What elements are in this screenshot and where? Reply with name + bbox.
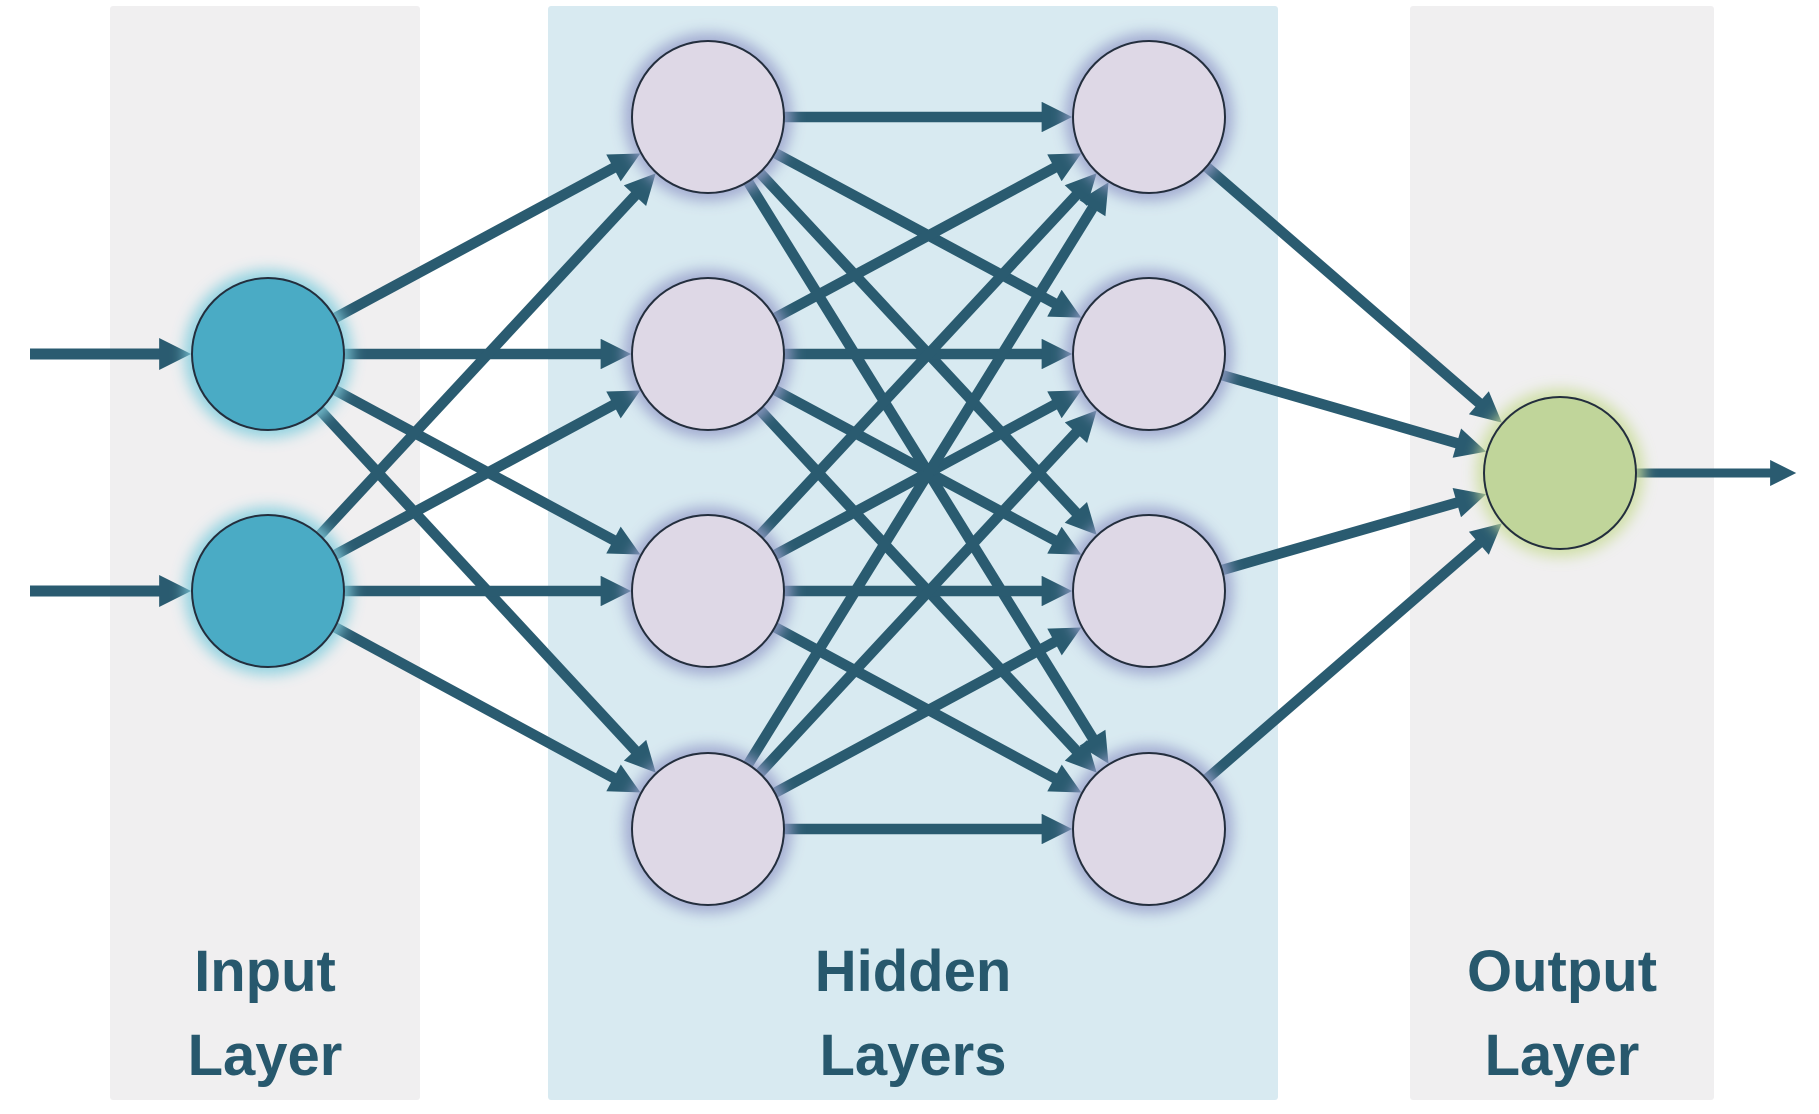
hidden2-node-3 bbox=[1072, 514, 1226, 668]
edge-i1-h11 bbox=[332, 153, 641, 323]
edge-i1-h13 bbox=[332, 385, 641, 555]
edge-h11-h22 bbox=[772, 148, 1082, 318]
edge-i2-h11 bbox=[315, 173, 656, 539]
hidden2-node-2 bbox=[1072, 277, 1226, 431]
edge-i2-h14 bbox=[332, 622, 641, 793]
input-layer-label-line1: Input bbox=[194, 939, 336, 1004]
edge-h22-o1 bbox=[1220, 370, 1487, 458]
edge-h12-h21 bbox=[772, 153, 1082, 323]
output-layer-label-line1: Output bbox=[1466, 939, 1658, 1004]
edge-h21-o1 bbox=[1203, 162, 1502, 423]
edge-h13-h21 bbox=[755, 173, 1097, 539]
hidden1-node-2 bbox=[631, 277, 785, 431]
hidden1-node-1 bbox=[631, 40, 785, 194]
hidden-layers-label-line2: Layers bbox=[819, 1023, 1007, 1088]
edge-h11-h23 bbox=[755, 169, 1097, 535]
edge-h24-o1 bbox=[1203, 523, 1502, 784]
hidden1-node-3 bbox=[631, 514, 785, 668]
edge-h14-h22 bbox=[755, 410, 1097, 777]
edge-h11-h24 bbox=[743, 178, 1109, 764]
hidden2-node-1 bbox=[1072, 40, 1226, 194]
edge-h12-h24 bbox=[755, 406, 1097, 773]
edge-h12-h23 bbox=[772, 385, 1082, 555]
input-layer-label: Input Layer bbox=[110, 930, 420, 1098]
edge-i2-h12 bbox=[332, 390, 641, 560]
input-node-1 bbox=[191, 277, 345, 431]
input-node-2 bbox=[191, 514, 345, 668]
hidden1-node-4 bbox=[631, 752, 785, 906]
edge-h23-o1 bbox=[1220, 487, 1487, 576]
input-layer-label-line2: Layer bbox=[187, 1023, 343, 1088]
output-layer-label-line2: Layer bbox=[1484, 1023, 1640, 1088]
edge-h14-h21 bbox=[743, 182, 1109, 768]
edge-h13-h22 bbox=[772, 390, 1082, 560]
edge-h14-h23 bbox=[772, 627, 1082, 798]
hidden2-node-4 bbox=[1072, 752, 1226, 906]
output-node-1 bbox=[1483, 396, 1637, 550]
output-layer-label: Output Layer bbox=[1410, 930, 1714, 1098]
hidden-layers-label: Hidden Layers bbox=[548, 930, 1278, 1098]
edge-i1-h14 bbox=[315, 406, 656, 773]
hidden-layers-label-line1: Hidden bbox=[814, 939, 1012, 1004]
